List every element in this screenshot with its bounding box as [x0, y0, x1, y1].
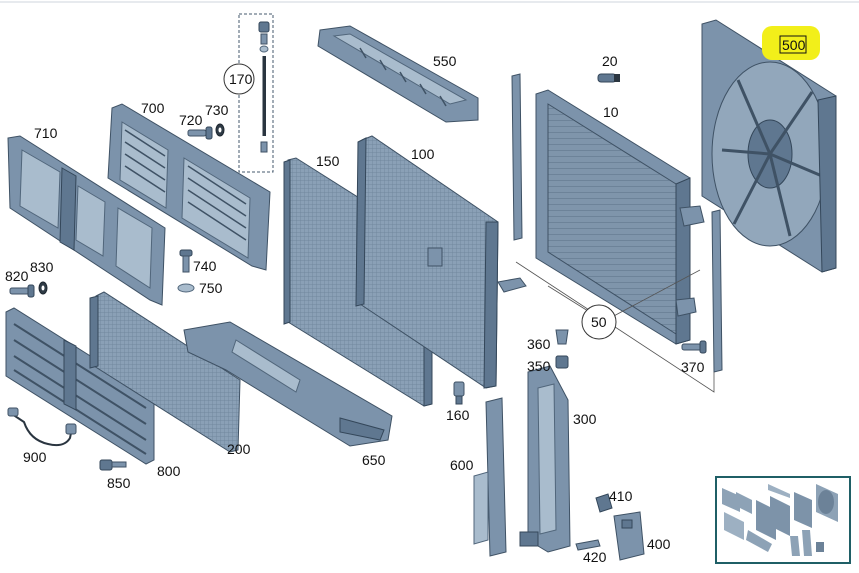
radiator-group-bracket — [515, 261, 715, 393]
label-170[interactable]: 170 — [229, 71, 253, 87]
label-200[interactable]: 200 — [227, 441, 251, 457]
drain-fitting-part-160[interactable] — [453, 381, 465, 405]
top-cover-part-550[interactable] — [317, 25, 479, 123]
grommet-part-350[interactable] — [555, 355, 569, 369]
label-300[interactable]: 300 — [573, 411, 597, 427]
selection-box-500 — [779, 35, 807, 54]
front-frame-part-710[interactable] — [7, 135, 166, 306]
label-160[interactable]: 160 — [446, 407, 470, 423]
label-10[interactable]: 10 — [603, 104, 619, 120]
label-650[interactable]: 650 — [362, 452, 386, 468]
washer-part-830[interactable] — [38, 281, 48, 295]
screw-part-720[interactable] — [187, 126, 213, 140]
label-750[interactable]: 750 — [199, 280, 223, 296]
label-150[interactable]: 150 — [316, 153, 340, 169]
label-370[interactable]: 370 — [681, 359, 705, 375]
label-50[interactable]: 50 — [591, 314, 607, 330]
air-guide-part-300[interactable] — [519, 365, 571, 553]
label-360[interactable]: 360 — [527, 336, 551, 352]
air-shutter-part-700[interactable] — [107, 103, 271, 271]
label-400[interactable]: 400 — [647, 536, 671, 552]
label-830[interactable]: 830 — [30, 259, 54, 275]
bolt-part-370[interactable] — [681, 340, 707, 354]
clip-part-750[interactable] — [177, 283, 195, 293]
label-710[interactable]: 710 — [34, 125, 58, 141]
seal-strip-right[interactable] — [711, 209, 723, 373]
air-guide-part-600[interactable] — [473, 397, 507, 557]
label-500[interactable]: 500 — [782, 37, 806, 53]
air-duct-part-650[interactable] — [183, 321, 393, 447]
bracket-part-420[interactable] — [575, 539, 601, 551]
sensor-part-410[interactable] — [595, 493, 613, 513]
screw-part-820[interactable] — [9, 284, 35, 298]
label-700[interactable]: 700 — [141, 100, 165, 116]
label-820[interactable]: 820 — [5, 268, 29, 284]
overview-navigator[interactable] — [715, 476, 851, 564]
label-550[interactable]: 550 — [433, 53, 457, 69]
callout-circle-170 — [223, 63, 255, 95]
bolt-part-740[interactable] — [179, 249, 193, 273]
label-350[interactable]: 350 — [527, 358, 551, 374]
bolt-part-850[interactable] — [99, 459, 127, 471]
label-850[interactable]: 850 — [107, 475, 131, 491]
label-100[interactable]: 100 — [411, 146, 435, 162]
clip-part-360[interactable] — [555, 329, 569, 345]
cable-harness-part-900[interactable] — [7, 407, 77, 447]
aux-radiator-part-100[interactable] — [355, 135, 527, 389]
label-600[interactable]: 600 — [450, 457, 474, 473]
label-730[interactable]: 730 — [205, 102, 229, 118]
label-410[interactable]: 410 — [609, 488, 633, 504]
label-720[interactable]: 720 — [179, 112, 203, 128]
actuator-part-400[interactable] — [613, 511, 645, 561]
washer-part-730[interactable] — [215, 123, 225, 137]
navigator-thumbnail — [722, 484, 838, 556]
label-420[interactable]: 420 — [583, 549, 607, 565]
lower-radiator-part-200[interactable] — [89, 291, 241, 453]
valve-part-20[interactable] — [597, 73, 620, 83]
callout-circle-50 — [581, 304, 617, 340]
label-20[interactable]: 20 — [602, 53, 618, 69]
seal-strip-left[interactable] — [511, 73, 523, 241]
lower-shutter-part-800[interactable] — [5, 307, 155, 465]
fan-assembly-part-500[interactable] — [701, 19, 837, 273]
main-radiator-part-10[interactable] — [535, 89, 705, 345]
label-800[interactable]: 800 — [157, 463, 181, 479]
label-900[interactable]: 900 — [23, 449, 47, 465]
label-740[interactable]: 740 — [193, 258, 217, 274]
